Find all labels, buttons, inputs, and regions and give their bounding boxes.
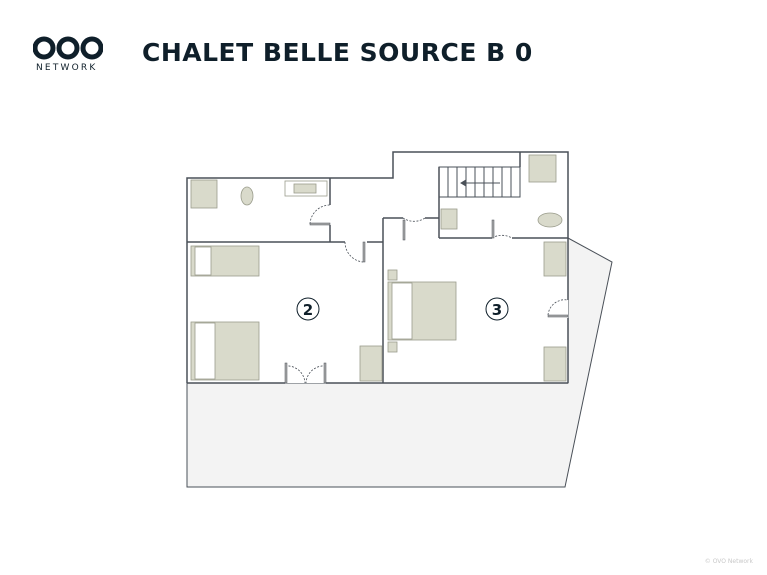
svg-text:3: 3: [492, 301, 502, 319]
staircase: [438, 166, 521, 198]
page-title: CHALET BELLE SOURCE B 0: [142, 38, 533, 67]
svg-text:2: 2: [303, 301, 313, 319]
furniture: [190, 154, 567, 382]
room-label-2: 2: [296, 297, 320, 321]
interior-floor: [187, 152, 568, 383]
room-label-3: 3: [485, 297, 509, 321]
door-leaves: [284, 219, 569, 384]
ovo-logo: [33, 36, 103, 60]
copyright: © OVO Network: [704, 558, 753, 565]
brand-name: NETWORK: [36, 63, 98, 73]
pillows: [194, 246, 413, 380]
